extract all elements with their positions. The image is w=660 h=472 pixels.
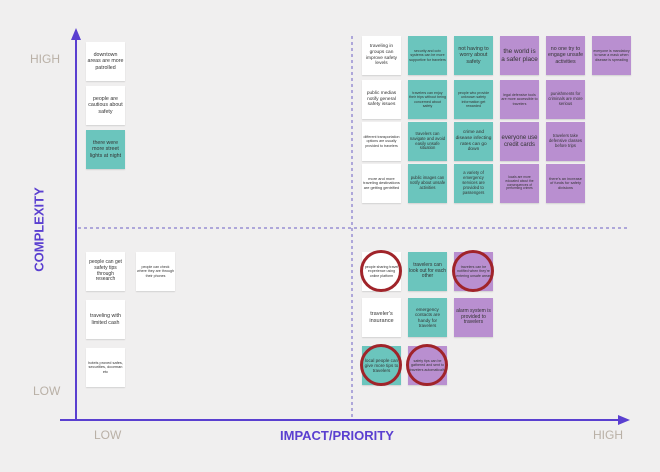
sticky-note: no one try to engage unsafe activities bbox=[546, 36, 585, 75]
sticky-note: travelers can be notified when they're e… bbox=[454, 252, 493, 291]
sticky-note: a variety of emergency services are prov… bbox=[454, 164, 493, 203]
sticky-note: not having to worry about safety bbox=[454, 36, 493, 75]
sticky-note: travelers can look out for each other bbox=[408, 252, 447, 291]
sticky-note: the world is a safer place bbox=[500, 36, 539, 75]
sticky-note: people can check where they are through … bbox=[136, 252, 175, 291]
sticky-note: different transportation options are usu… bbox=[362, 122, 401, 161]
sticky-note: travelers can enjoy their trips without … bbox=[408, 80, 447, 119]
sticky-note: crime and disease infecting rates can go… bbox=[454, 122, 493, 161]
sticky-note: there were more street lights at night bbox=[86, 130, 125, 169]
sticky-note: travelers can navigate and avoid easily … bbox=[408, 122, 447, 161]
sticky-note: everyone use credit cards bbox=[500, 122, 539, 161]
sticky-note: there's an increase of funds for safety … bbox=[546, 164, 585, 203]
sticky-note: people can get safety tips through resea… bbox=[86, 252, 125, 291]
sticky-note: travelers take defensive classes before … bbox=[546, 122, 585, 161]
sticky-note: more and more traveling destinations are… bbox=[362, 164, 401, 203]
sticky-note: traveling in groups can improve safety l… bbox=[362, 36, 401, 75]
sticky-note: security and cctv systems can be more su… bbox=[408, 36, 447, 75]
sticky-note: local people can give more tips to trave… bbox=[362, 346, 401, 385]
x-high-label: HIGH bbox=[593, 428, 623, 442]
x-axis-title: IMPACT/PRIORITY bbox=[280, 428, 394, 443]
sticky-note: people are cautious about safety bbox=[86, 86, 125, 125]
sticky-note: safety tips can be gathered and sent to … bbox=[408, 346, 447, 385]
sticky-note: traveling with limited cash bbox=[86, 300, 125, 339]
x-axis-arrowhead bbox=[618, 415, 630, 425]
sticky-note: people who provide unknown safety inform… bbox=[454, 80, 493, 119]
y-high-label: HIGH bbox=[30, 52, 60, 66]
sticky-note: locals are more educated about the conse… bbox=[500, 164, 539, 203]
sticky-note: alarm system is provided to travelers bbox=[454, 298, 493, 337]
sticky-note: downtown areas are more patrolled bbox=[86, 42, 125, 81]
sticky-note: people sharing travel experience using o… bbox=[362, 252, 401, 291]
sticky-note: legal defensive tools are more accessibl… bbox=[500, 80, 539, 119]
x-low-label: LOW bbox=[94, 428, 122, 442]
y-low-label: LOW bbox=[33, 384, 61, 398]
sticky-note: public images can notify about unsafe ac… bbox=[408, 164, 447, 203]
y-axis-arrowhead bbox=[71, 28, 81, 40]
sticky-note: everyone is mandatory to wear a mask whe… bbox=[592, 36, 631, 75]
sticky-note: emergency contacts are handy for travele… bbox=[408, 298, 447, 337]
y-axis-title: COMPLEXITY bbox=[31, 187, 47, 272]
sticky-note: traveler's insurance bbox=[362, 298, 401, 337]
sticky-note: public medias notify general safety issu… bbox=[362, 80, 401, 119]
sticky-note: hotels proved safes, securities, doorman… bbox=[86, 348, 125, 387]
sticky-note: punishments for criminals are more serio… bbox=[546, 80, 585, 119]
